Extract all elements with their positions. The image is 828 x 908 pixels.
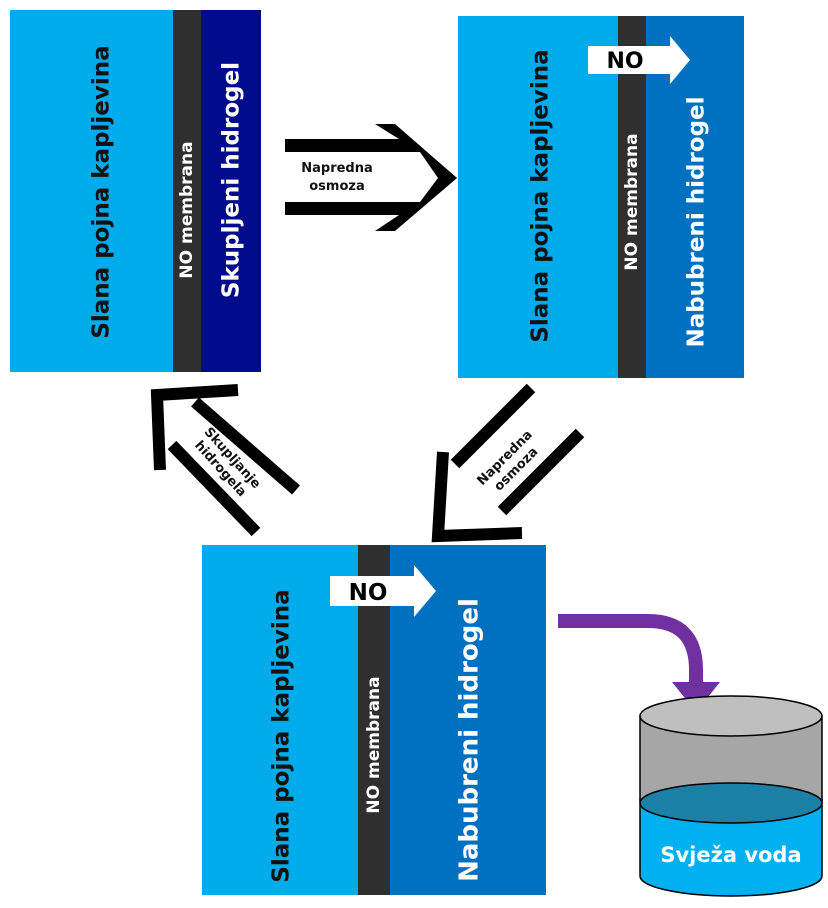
feed-region [10,10,175,372]
panel-top-left: Slana pojna kapljevina NO membrana Skupl… [10,10,261,372]
arrow-shaft-lower [497,428,585,516]
membrane-label: NO membrana [364,676,384,813]
arrow-shaft-upper [191,397,300,495]
flow-arrow: NO [588,36,690,84]
flow-label: NO [349,580,388,606]
membrane-strip [618,16,646,378]
container-label: Svježa voda [660,843,801,867]
container-rim [639,695,823,737]
arrow-label-line1: Napredna [301,161,373,176]
arrow-shaft-lower [167,440,261,537]
flow-label: NO [606,49,643,74]
arrow-forward-osmosis-right: Napredna osmoza [285,124,457,231]
arrow-right-shaft-icon [285,124,457,231]
membrane-strip [173,10,201,372]
hydrogel-label: Nabubreni hidrogel [684,96,710,347]
feed-label: Slana pojna kapljevina [528,49,554,342]
flow-arrow-icon [588,36,690,84]
panel-bottom: NO Slana pojna kapljevina NO membrana Na… [202,545,546,895]
fresh-water-container: Svježa voda [639,695,823,897]
hydrogel-swollen-region [646,16,744,378]
flow-arrow: NO [330,565,436,617]
hydrogel-label: Nabubreni hidrogel [455,598,485,882]
feed-label: Slana pojna kapljevina [269,589,295,882]
arrow-shrink-hydrogel-up: Skupljanje hidrogela [150,384,300,537]
flow-arrow-icon [330,565,436,617]
arrow-head-icon [150,384,239,471]
hydrogel-shrunk-region [201,10,261,372]
water-surface [639,782,823,824]
hydrogel-label: Skupljeni hidrogel [219,62,245,298]
arrow-forward-osmosis-down: Napredna osmoza [431,383,585,543]
arrow-head-icon [431,451,523,543]
water-body [639,799,823,897]
membrane-label: NO membrana [622,133,642,270]
purple-arrow-shaft [558,614,703,684]
feed-label: Slana pojna kapljevina [89,45,115,338]
panel-top-right: NO Slana pojna kapljevina NO membrana Na… [458,16,744,378]
membrane-label: NO membrana [177,141,197,278]
arrow-label-line2: osmoza [309,179,365,194]
feed-region [458,16,620,378]
arrow-shaft-upper [450,383,536,469]
